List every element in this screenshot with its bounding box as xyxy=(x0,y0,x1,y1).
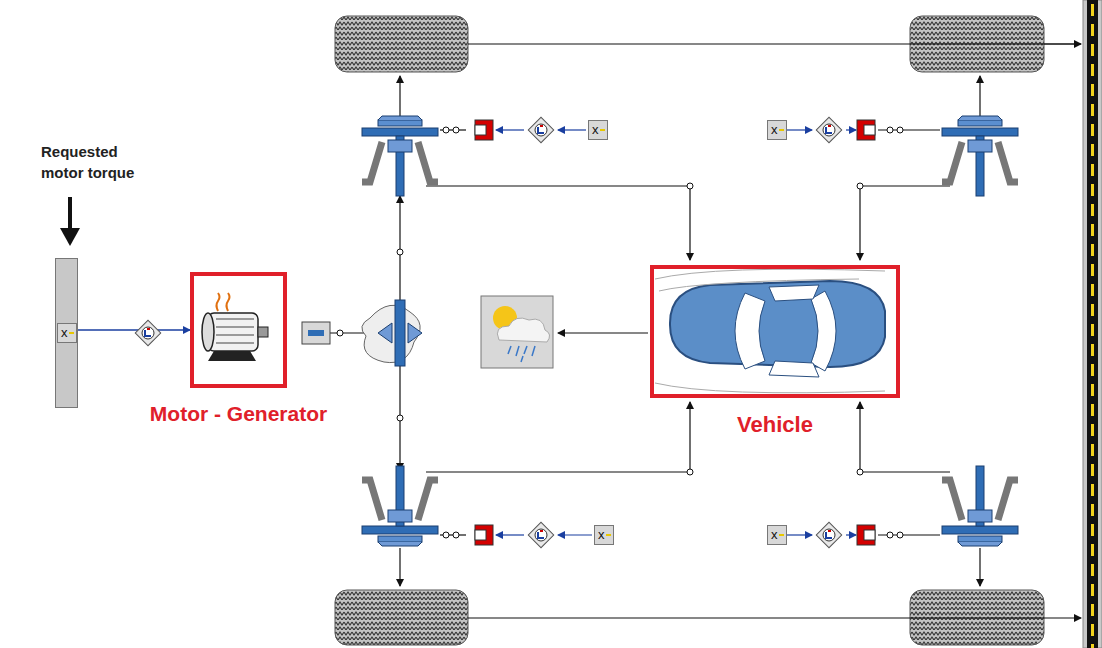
signal-connector xyxy=(78,329,190,330)
constant-source: x xyxy=(767,120,787,140)
source-symbol: x xyxy=(61,325,68,340)
output-mark xyxy=(69,332,74,334)
constant-source: x xyxy=(588,120,608,140)
output-mark xyxy=(779,129,784,131)
highlight-box: Vehicle xyxy=(650,265,900,398)
source-symbol: x xyxy=(771,527,778,542)
node-label: Requested motor torque xyxy=(41,141,141,185)
output-mark xyxy=(606,534,611,536)
constant-source: x xyxy=(594,525,614,545)
constant-source: x xyxy=(57,323,77,343)
source-symbol: x xyxy=(592,122,599,137)
output-mark xyxy=(600,129,605,131)
node-label: Motor - Generator xyxy=(150,402,327,426)
node-label: Vehicle xyxy=(737,412,813,438)
source-symbol: x xyxy=(598,527,605,542)
constant-source: x xyxy=(767,525,787,545)
source-symbol: x xyxy=(771,122,778,137)
output-mark xyxy=(779,534,784,536)
highlight-box: Motor - Generator xyxy=(190,272,287,388)
